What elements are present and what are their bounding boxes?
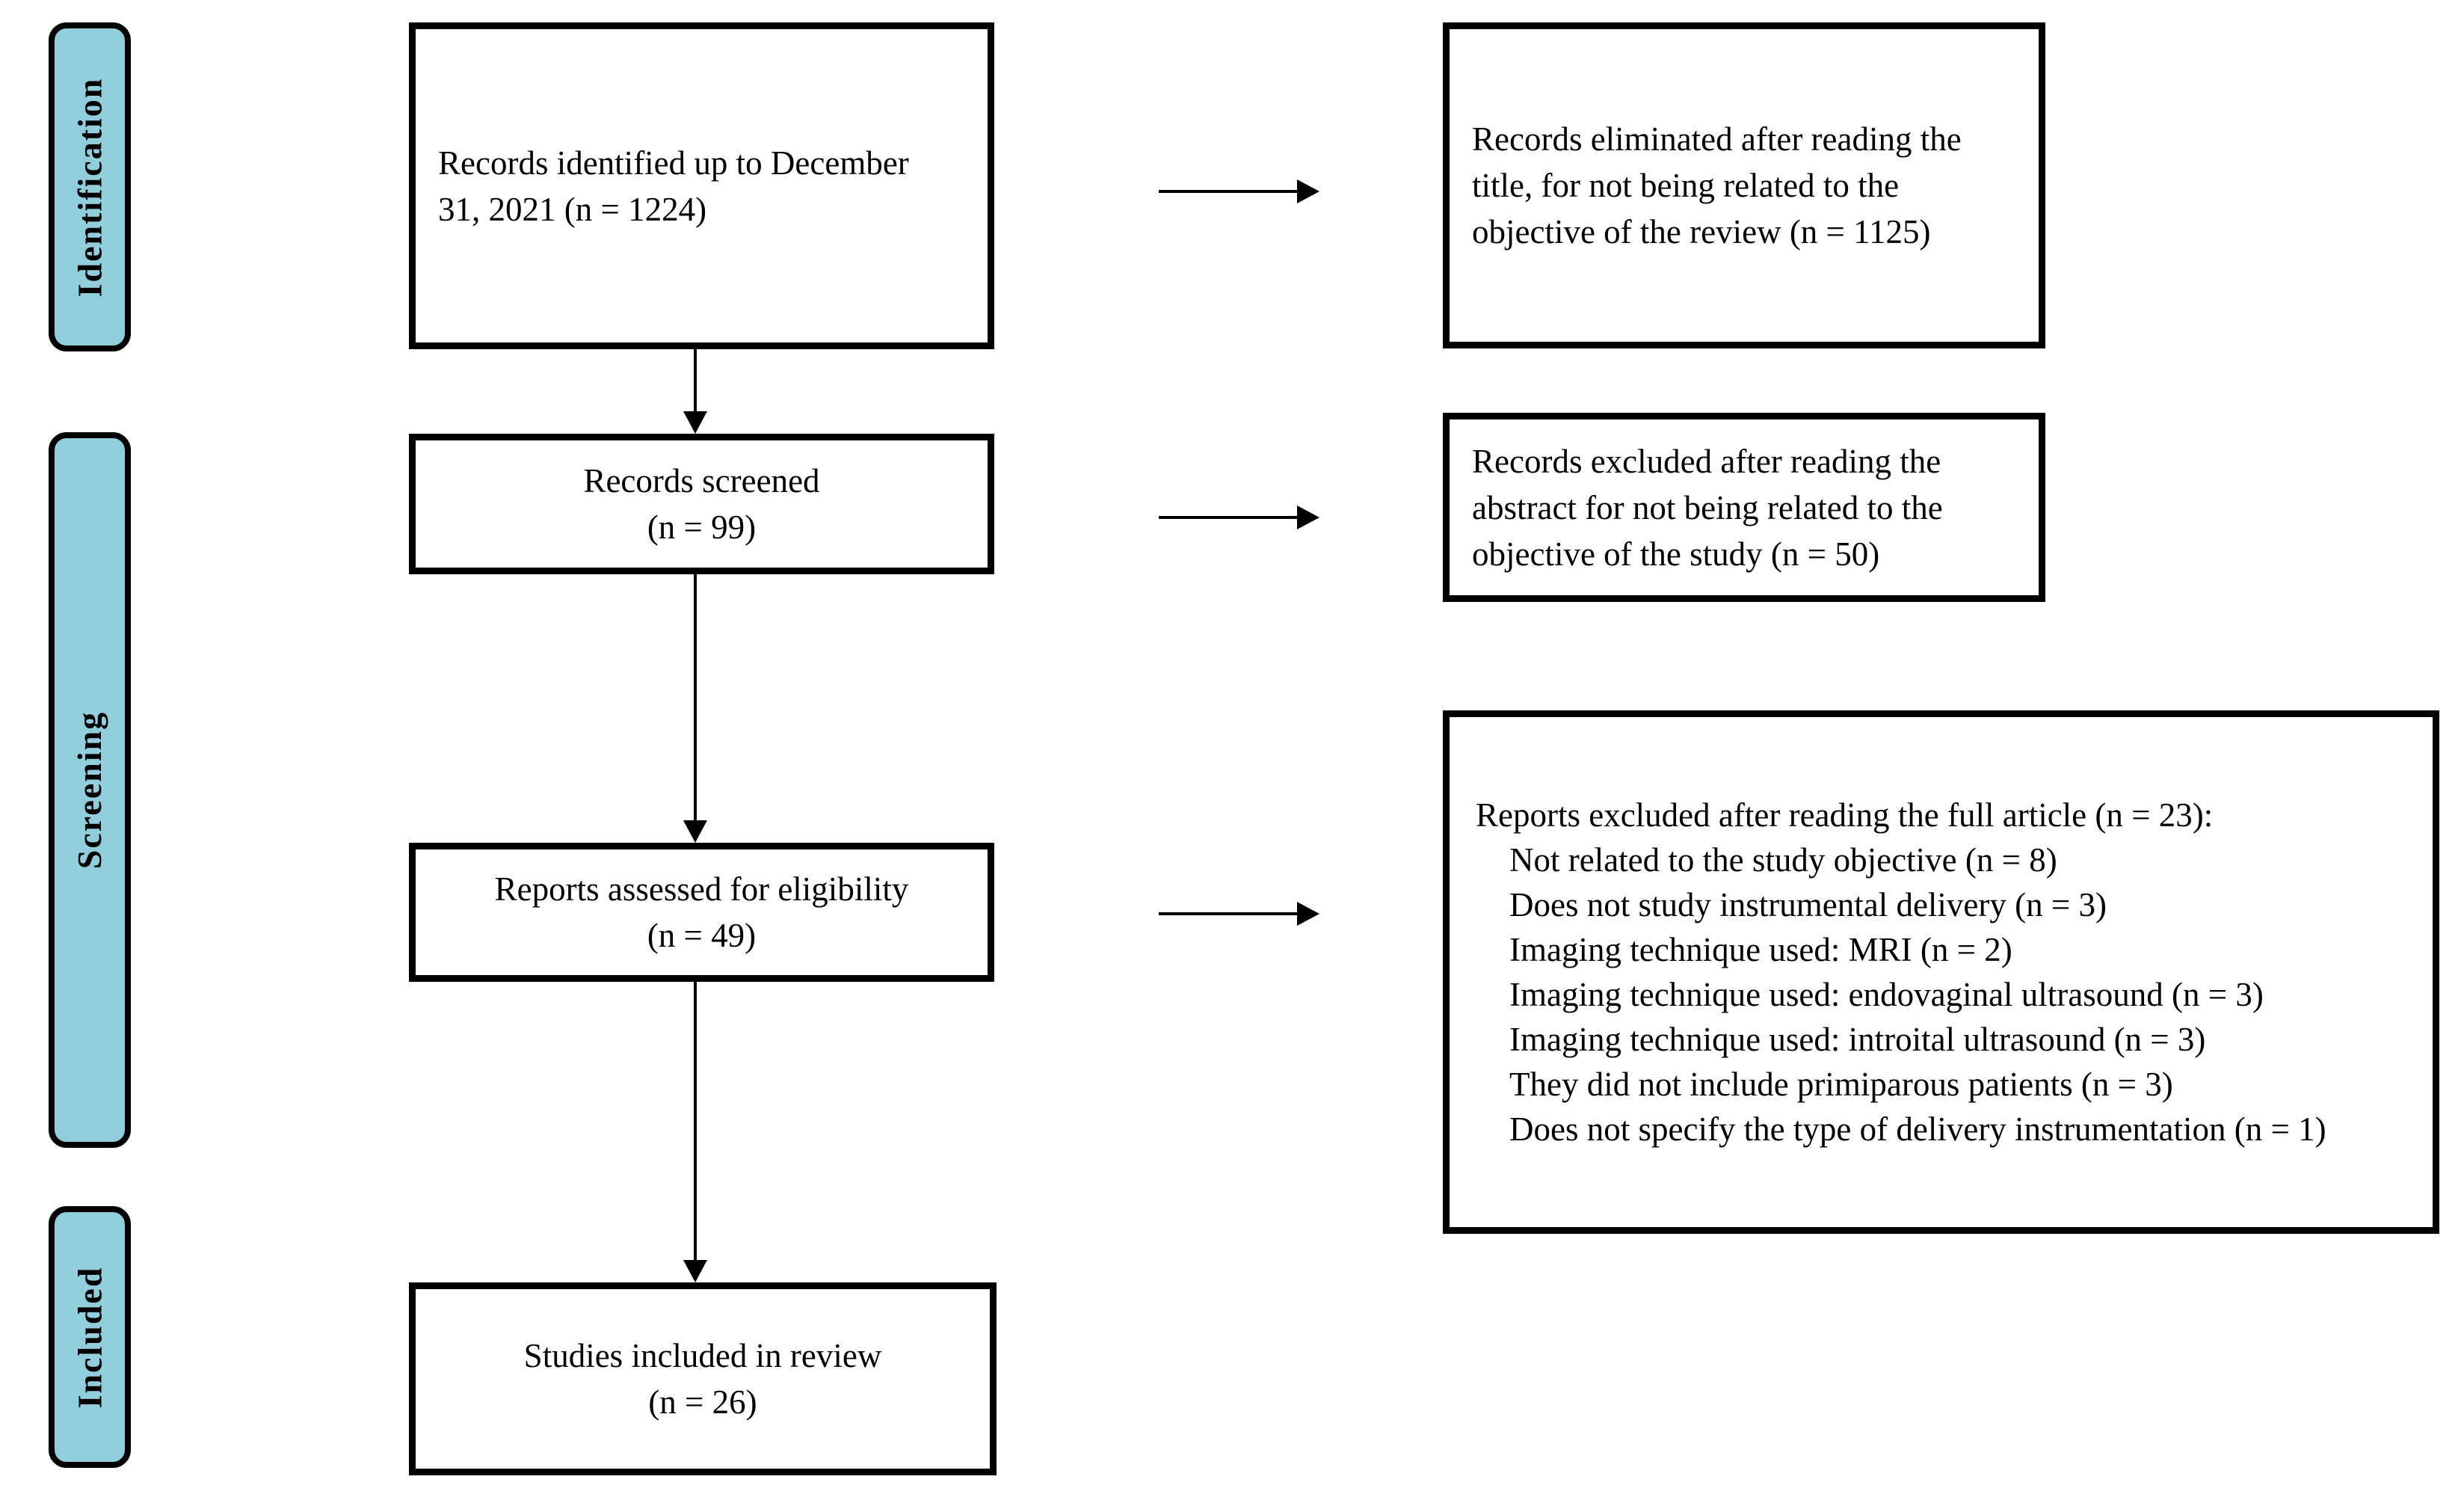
arrow-head-right-icon (1297, 902, 1319, 926)
flow-box-text: Records identified up to December 31, 20… (438, 144, 909, 228)
flow-box-reports-assessed: Reports assessed for eligibility (n = 49… (409, 843, 994, 982)
arrow-line (1159, 912, 1297, 915)
arrow-line (1159, 190, 1297, 193)
arrow-head-down-icon (683, 820, 707, 843)
arrow-line (1159, 516, 1297, 519)
exclusion-box-text: Records eliminated after reading the tit… (1472, 120, 1962, 251)
exclusion-reason: They did not include primiparous patient… (1509, 1066, 2173, 1103)
stage-label-included: Included (49, 1206, 131, 1468)
flow-box-text: Reports assessed for eligibility (n = 49… (494, 870, 909, 954)
stage-label-text: Identification (70, 77, 109, 297)
exclusion-box-text: Records excluded after reading the abstr… (1472, 442, 1943, 573)
arrow-head-right-icon (1297, 179, 1319, 203)
exclusion-reason: Imaging technique used: MRI (n = 2) (1509, 931, 2012, 968)
exclusion-reason: Not related to the study objective (n = … (1509, 841, 2057, 879)
arrow-line (694, 982, 697, 1260)
exclusion-heading: Reports excluded after reading the full … (1476, 796, 2214, 834)
arrow-head-down-icon (683, 1260, 707, 1282)
exclusion-reason: Imaging technique used: endovaginal ultr… (1509, 976, 2264, 1013)
exclusion-reason: Imaging technique used: introital ultras… (1509, 1021, 2206, 1058)
stage-label-text: Screening (70, 710, 109, 870)
arrow-head-down-icon (683, 411, 707, 434)
flow-box-text: Studies included in review (n = 26) (523, 1337, 882, 1421)
stage-label-identification: Identification (49, 22, 131, 351)
stage-label-screening: Screening (49, 432, 131, 1148)
arrow-line (694, 349, 697, 411)
arrow-head-right-icon (1297, 505, 1319, 529)
exclusion-reason: Does not study instrumental delivery (n … (1509, 886, 2107, 923)
exclusion-reason-list: Not related to the study objective (n = … (1476, 838, 2424, 1152)
exclusion-reason: Does not specify the type of delivery in… (1509, 1110, 2326, 1148)
flow-box-records-identified: Records identified up to December 31, 20… (409, 22, 994, 349)
exclusion-box-abstract-exclusion: Records excluded after reading the abstr… (1443, 413, 2045, 602)
exclusion-box-fulltext-exclusion: Reports excluded after reading the full … (1443, 710, 2439, 1234)
arrow-line (694, 574, 697, 820)
exclusion-box-title-elimination: Records eliminated after reading the tit… (1443, 22, 2045, 348)
stage-label-text: Included (70, 1266, 109, 1408)
flow-box-records-screened: Records screened (n = 99) (409, 434, 994, 574)
flow-box-studies-included: Studies included in review (n = 26) (409, 1282, 997, 1475)
flow-box-text: Records screened (n = 99) (583, 462, 820, 546)
